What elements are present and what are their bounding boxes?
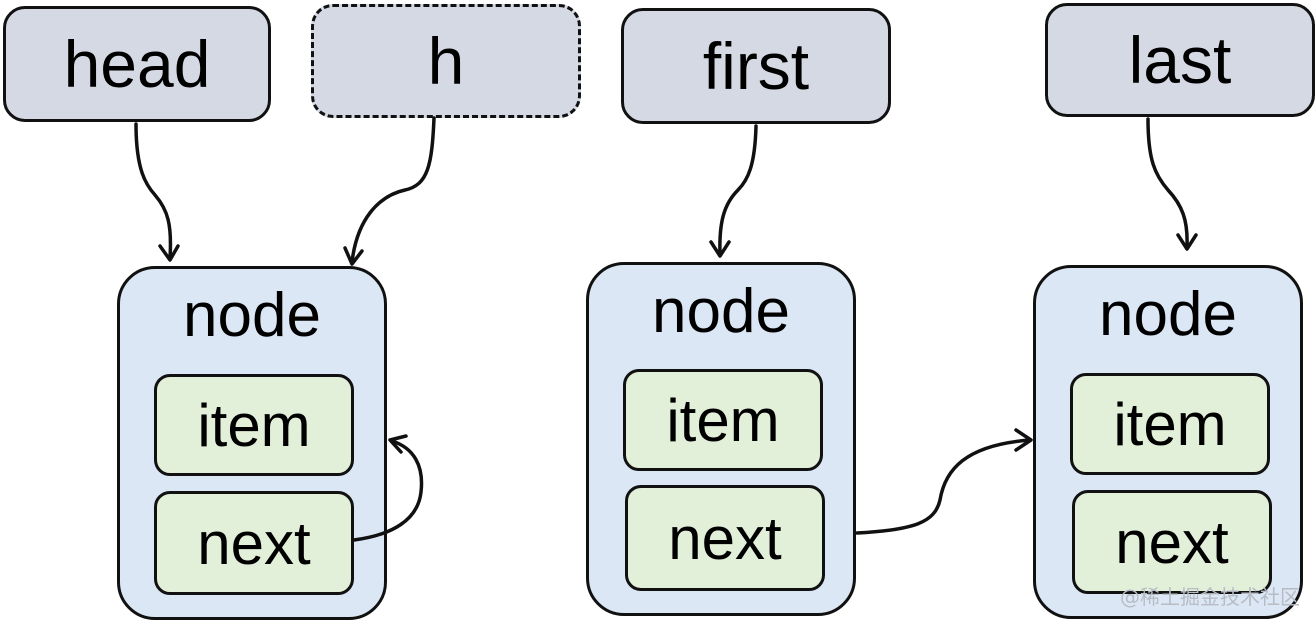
next-field-3: next (1072, 490, 1272, 594)
item-field-3: item (1070, 373, 1270, 475)
first-pointer-label: first (702, 29, 810, 103)
head-pointer-label: head (63, 27, 211, 101)
next-label-1: next (197, 509, 311, 577)
node-title-1: node (183, 281, 321, 350)
node-box-2: node item next (586, 262, 856, 616)
h-arrowhead (343, 246, 364, 266)
last-arrowhead (1176, 233, 1198, 251)
first-pointer-box: first (621, 8, 891, 124)
node-title-2: node (652, 277, 790, 346)
watermark-text: @稀土掘金技术社区 (1120, 585, 1300, 609)
item-field-1: item (154, 374, 354, 476)
next-to-node-3-arrowhead (1014, 428, 1033, 452)
last-to-node-arrow (1146, 117, 1189, 248)
next-field-2: next (625, 485, 825, 591)
first-to-node-arrow (718, 124, 758, 256)
head-arrowhead (158, 244, 180, 262)
item-label-1: item (197, 391, 311, 459)
head-to-node-arrow (134, 122, 173, 260)
first-arrowhead (709, 240, 731, 258)
self-loop-arrowhead (388, 434, 408, 454)
node-title-3: node (1099, 280, 1237, 349)
last-pointer-label: last (1128, 23, 1232, 97)
item-label-2: item (666, 386, 780, 454)
h-pointer-box: h (311, 4, 581, 118)
last-pointer-box: last (1045, 3, 1315, 117)
node-box-3: node item next (1033, 265, 1303, 619)
node-box-1: node item next (117, 266, 387, 620)
next-to-node-3-arrow (855, 438, 1032, 535)
h-to-node-arrow (350, 116, 436, 264)
next-label-2: next (668, 504, 782, 572)
h-pointer-label: h (427, 24, 465, 98)
item-label-3: item (1113, 390, 1227, 458)
item-field-2: item (623, 369, 823, 471)
head-pointer-box: head (3, 6, 271, 122)
next-label-3: next (1115, 508, 1229, 576)
next-field-1: next (154, 491, 354, 595)
